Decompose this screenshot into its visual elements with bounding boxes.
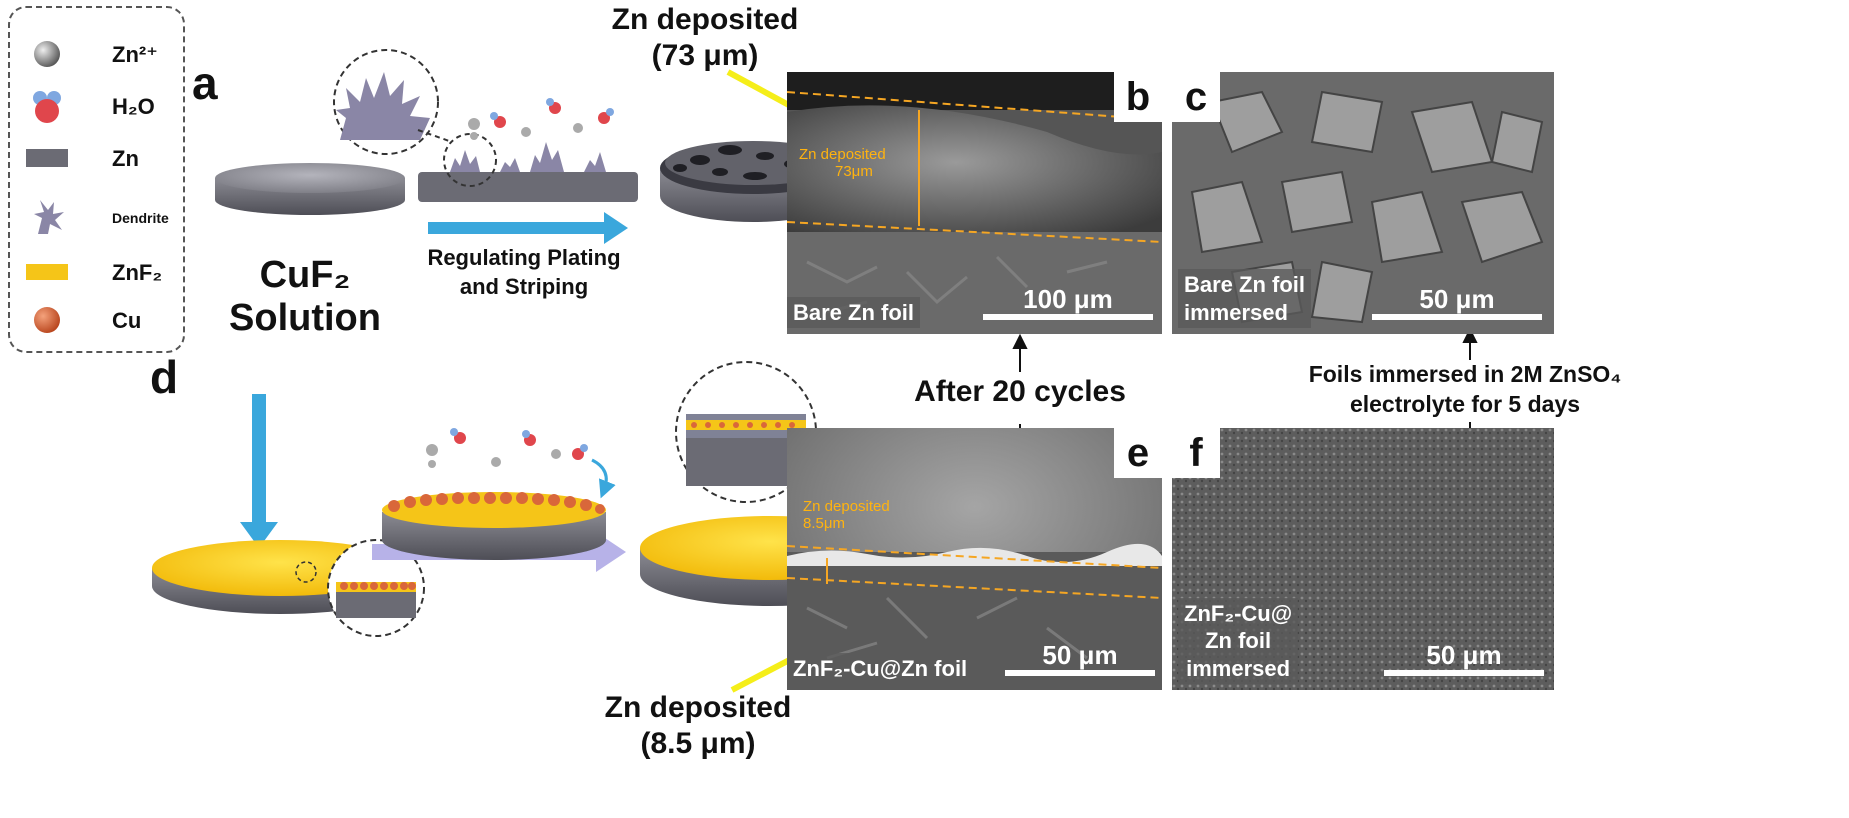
plating-label: Regulating Plating (414, 244, 634, 273)
zn-deposited-thickness: (73 μm) (590, 38, 820, 74)
cuf2-down-arrow (240, 394, 278, 548)
sem-caption-e: ZnF₂-Cu@Zn foil (787, 653, 973, 685)
sem-annotation-b: Zn deposited 73μm (799, 146, 886, 180)
panel-label-a: a (192, 56, 218, 110)
scale-label: 100 μm (1023, 284, 1113, 314)
ions-top (468, 98, 614, 140)
after-cycles-label: After 20 cycles (890, 374, 1150, 410)
annotation-thickness: 73μm (799, 163, 886, 180)
panel-label-d: d (150, 350, 178, 404)
zn-deposited-bottom-label: Zn deposited (8.5 μm) (578, 690, 818, 762)
caption-line: Zn foil (1184, 627, 1292, 655)
annotation-thickness: 8.5μm (803, 515, 890, 532)
zn-deposited-top-label: Zn deposited (73 μm) (590, 2, 820, 74)
scale-bar-b: 100 μm (983, 284, 1153, 320)
annotation-text: Zn deposited (803, 498, 890, 515)
caption-line: immersed (1184, 655, 1292, 683)
panel-label-e: e (1114, 428, 1162, 478)
immersion-label: Foils immersed in 2M ZnSO₄ electrolyte f… (1250, 360, 1680, 420)
bare-zn-disc (215, 163, 405, 215)
sem-panel-f: f ZnF₂-Cu@ Zn foil immersed 50 μm (1172, 428, 1554, 690)
scale-line (1372, 314, 1542, 320)
striping-label: and Striping (414, 273, 634, 302)
sem-caption-f: ZnF₂-Cu@ Zn foil immersed (1178, 598, 1298, 685)
ions-bottom (426, 428, 606, 490)
solution-label: Solution (200, 297, 410, 340)
immersion-line-2: electrolyte for 5 days (1250, 390, 1680, 420)
sem-panel-c: c Bare Zn foil immersed 50 μm (1172, 72, 1554, 334)
scale-bar-c: 50 μm (1372, 284, 1542, 320)
zn-slab-with-dendrites (418, 142, 638, 202)
coated-slab (382, 492, 606, 560)
annotation-text: Zn deposited (799, 146, 886, 163)
plating-striping-label: Regulating Plating and Striping (414, 244, 634, 301)
zn-deposited-text: Zn deposited (590, 2, 820, 38)
caption-line: Bare Zn foil (1184, 271, 1305, 299)
cuf2-solution-label: CuF₂ Solution (200, 254, 410, 339)
scale-line (1005, 670, 1155, 676)
scale-line (1384, 670, 1544, 676)
panel-label-f: f (1172, 428, 1220, 478)
sem-annotation-e: Zn deposited 8.5μm (803, 498, 890, 532)
sem-panel-b: Zn deposited 73μm b Bare Zn foil 100 μm (787, 72, 1162, 334)
plating-arrow (428, 212, 628, 244)
zn-deposited-text: Zn deposited (578, 690, 818, 726)
cuf2-label: CuF₂ (200, 254, 410, 297)
caption-line: immersed (1184, 299, 1305, 327)
scale-bar-e: 50 μm (1005, 640, 1155, 676)
panel-label-b: b (1114, 72, 1162, 122)
scale-label: 50 μm (1042, 640, 1117, 670)
panel-label-c: c (1172, 72, 1220, 122)
scale-line (983, 314, 1153, 320)
zn-deposited-thickness: (8.5 μm) (578, 726, 818, 762)
sem-caption-b: Bare Zn foil (787, 297, 920, 329)
scale-label: 50 μm (1426, 640, 1501, 670)
scale-label: 50 μm (1419, 284, 1494, 314)
immersion-line-1: Foils immersed in 2M ZnSO₄ (1250, 360, 1680, 390)
sem-caption-c: Bare Zn foil immersed (1178, 269, 1311, 328)
sem-panel-e: Zn deposited 8.5μm e ZnF₂-Cu@Zn foil 50 … (787, 428, 1162, 690)
scale-bar-f: 50 μm (1384, 640, 1544, 676)
caption-line: ZnF₂-Cu@ (1184, 600, 1292, 628)
